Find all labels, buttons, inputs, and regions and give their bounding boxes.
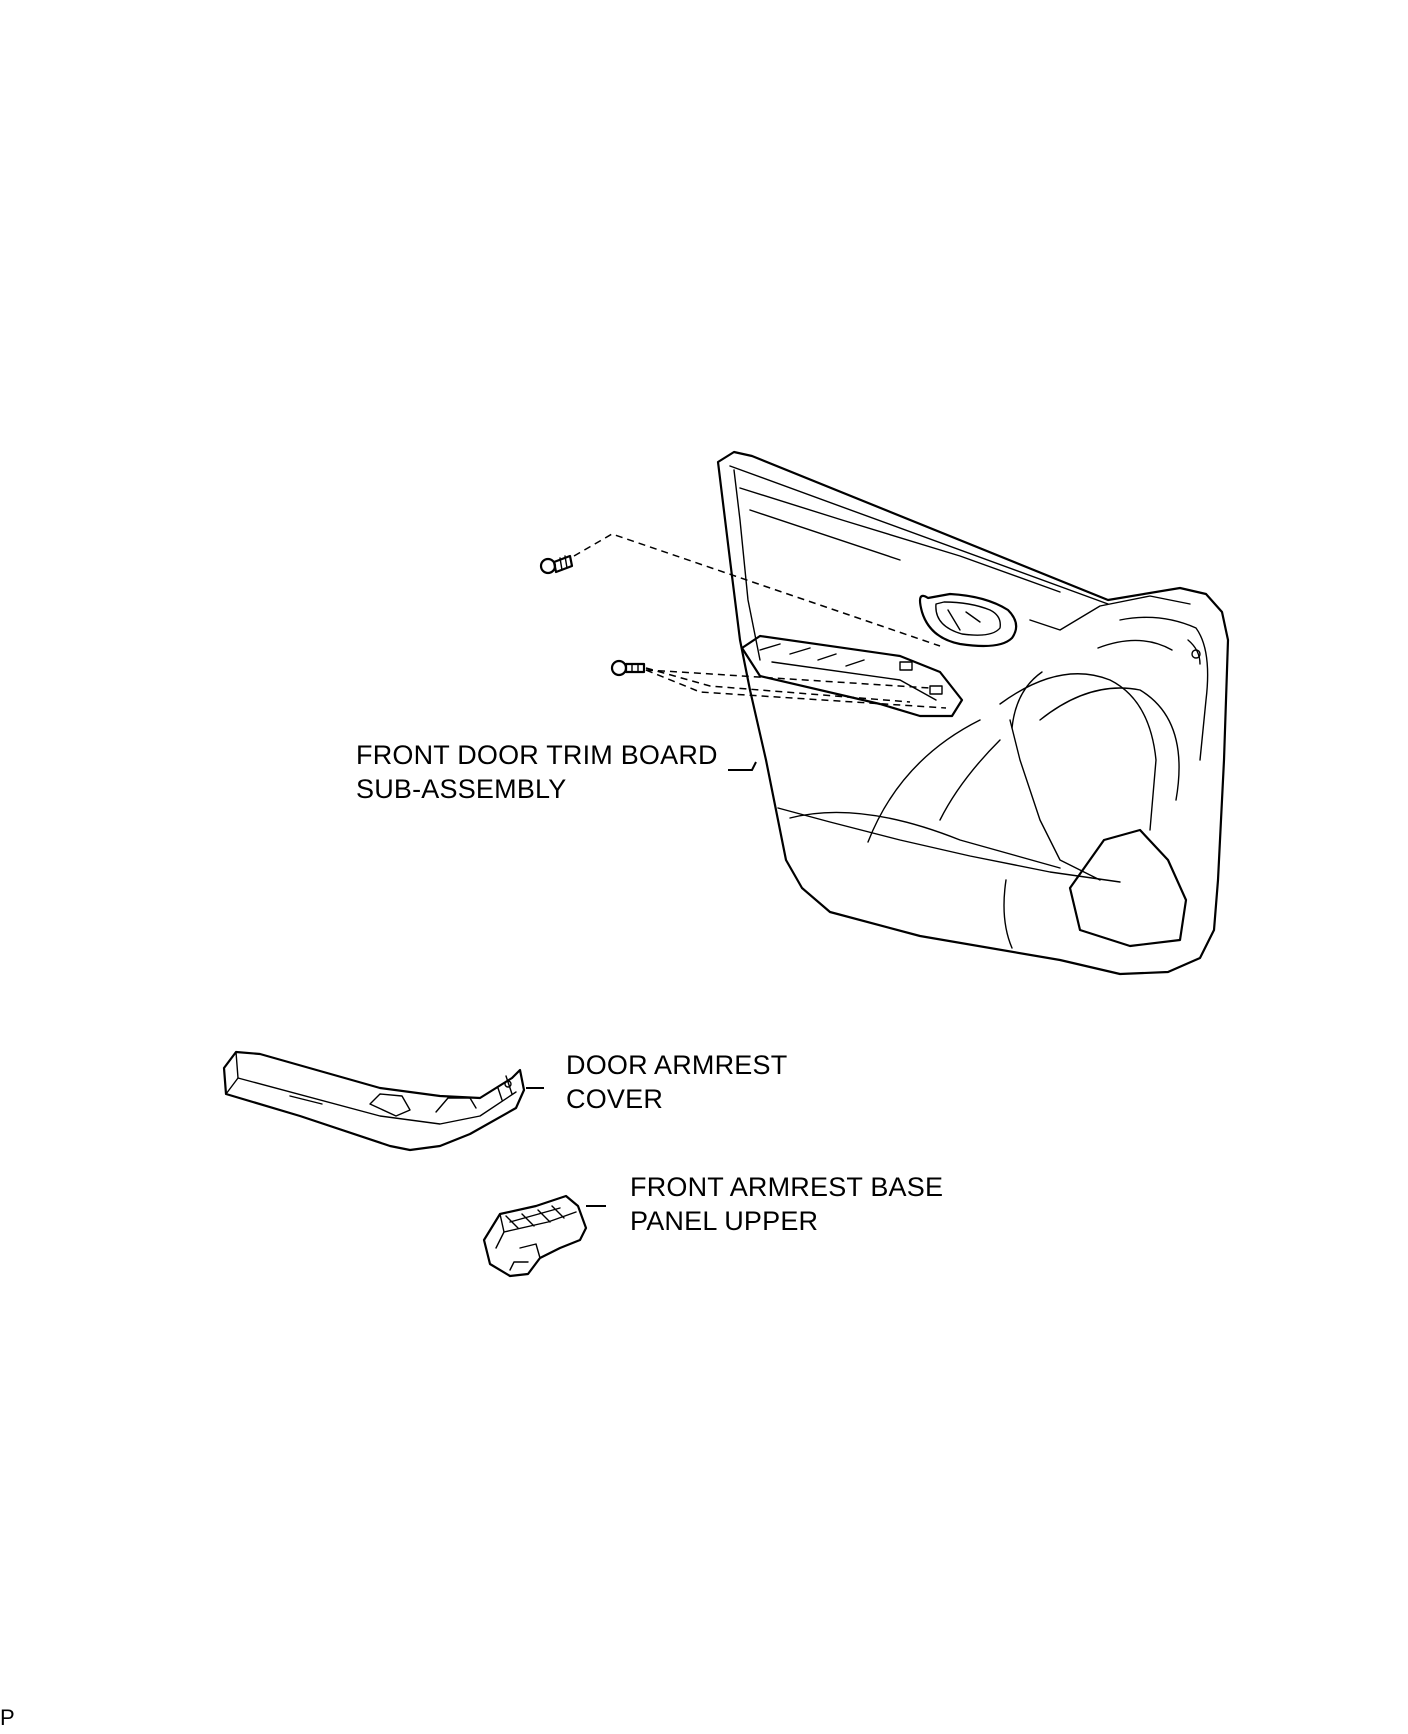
label-line: PANEL UPPER [630,1206,819,1236]
label-line: COVER [566,1084,664,1114]
label-line: DOOR ARMREST [566,1050,788,1080]
armrest-base-panel-drawing [482,1194,588,1278]
door-pocket [1068,828,1188,948]
reference-code: P [0,1705,15,1730]
trim-board-outline [716,450,1230,976]
label-line: SUB-ASSEMBLY [356,774,567,804]
front-door-trim-board-drawing [716,450,1230,976]
label-line: FRONT DOOR TRIM BOARD [356,740,718,770]
screw-lower [610,659,646,677]
label-door-armrest-cover: DOOR ARMREST COVER [566,1048,787,1116]
label-front-door-trim-board: FRONT DOOR TRIM BOARD SUB-ASSEMBLY [356,738,718,806]
door-armrest-cover-drawing [222,1050,526,1152]
label-front-armrest-base-panel-upper: FRONT ARMREST BASE PANEL UPPER [630,1170,943,1238]
screw-upper [539,554,574,575]
inner-handle-recess [918,592,1018,648]
label-line: FRONT ARMREST BASE [630,1172,944,1202]
armrest-channel [740,634,964,718]
